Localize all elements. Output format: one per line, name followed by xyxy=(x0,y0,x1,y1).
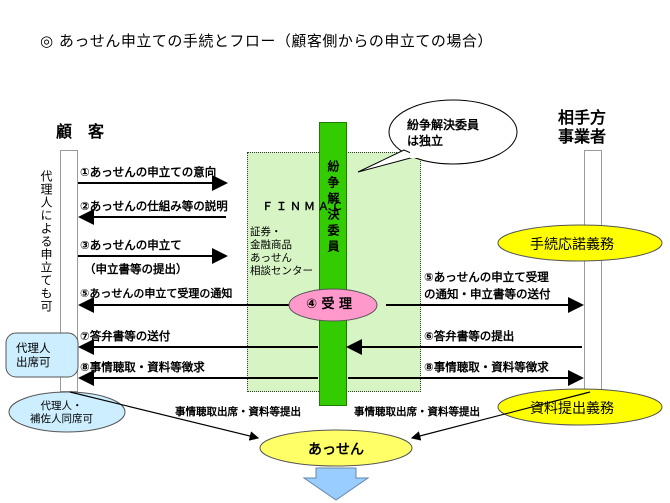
duty-procedure-label: 手続応諾義務 xyxy=(530,237,614,253)
finmac-title: ＦＩＮＭＡＣ xyxy=(262,200,346,213)
company-label: 相手方 事業者 xyxy=(558,108,607,146)
bottom-left-caption: 事情聴取出席・資料等提出 xyxy=(175,406,301,418)
arrow-bottom-right xyxy=(410,391,591,441)
step-6-label: ⑥答弁書等の提出 xyxy=(424,329,515,343)
callout-tail xyxy=(357,149,420,173)
step-5-right-label-1: ⑤あっせんの申立て受理 xyxy=(424,270,549,284)
step-7-label: ⑦答弁書等の送付 xyxy=(80,329,171,343)
duty-procedure-ellipse xyxy=(497,224,663,262)
finmac-subtitle: 証券・ 金融商品 あっせん 相談センター xyxy=(250,226,313,277)
center-bar-text: 紛争解決委員 xyxy=(326,160,340,256)
agent-note: 代理人による申立ても可 xyxy=(39,170,53,313)
step-8-left-label: ⑧事情聴取・資料等徴求 xyxy=(80,360,205,374)
callout-mask xyxy=(410,148,428,158)
agent-assist-ellipse xyxy=(8,391,126,433)
reception-label: ④ 受 理 xyxy=(306,297,353,312)
agent-attend-box xyxy=(5,332,79,378)
final-ellipse xyxy=(259,429,413,467)
down-arrow-icon xyxy=(302,467,370,501)
final-label: あっせん xyxy=(308,442,364,458)
reception-ellipse xyxy=(288,288,378,322)
step-3-label: ③あっせんの申立て xyxy=(80,238,182,252)
page-title: ◎ あっせん申立ての手続とフロー（顧客側からの申立ての場合） xyxy=(40,32,493,50)
callout-text: 紛争解決委員 は独立 xyxy=(407,118,480,148)
step-5-left-label: ⑤あっせんの申立て受理の通知 xyxy=(80,287,233,300)
duty-materials-ellipse xyxy=(497,388,663,426)
step-8-right-label: ⑧事情聴取・資料等徴求 xyxy=(424,360,549,374)
agent-attend-label: 代理人 出席可 xyxy=(16,341,51,369)
duty-materials-label: 資料提出義務 xyxy=(530,401,614,417)
agent-assist-label: 代理人・ 補佐人同席可 xyxy=(30,400,93,425)
customer-label: 顧 客 xyxy=(56,122,105,141)
step-5-right-label-2: の通知・申立書等の送付 xyxy=(424,287,551,301)
arrow-bottom-left xyxy=(69,391,260,441)
dispute-committee-bar xyxy=(319,122,347,406)
customer-column xyxy=(60,150,78,392)
bottom-right-caption: 事情聴取出席・資料等提出 xyxy=(354,406,480,418)
step-1-label: ①あっせんの申立ての意向 xyxy=(80,165,217,179)
step-2-label: ②あっせんの仕組み等の説明 xyxy=(80,199,228,213)
step-3-sub-label: （申立書等の提出） xyxy=(84,262,188,276)
